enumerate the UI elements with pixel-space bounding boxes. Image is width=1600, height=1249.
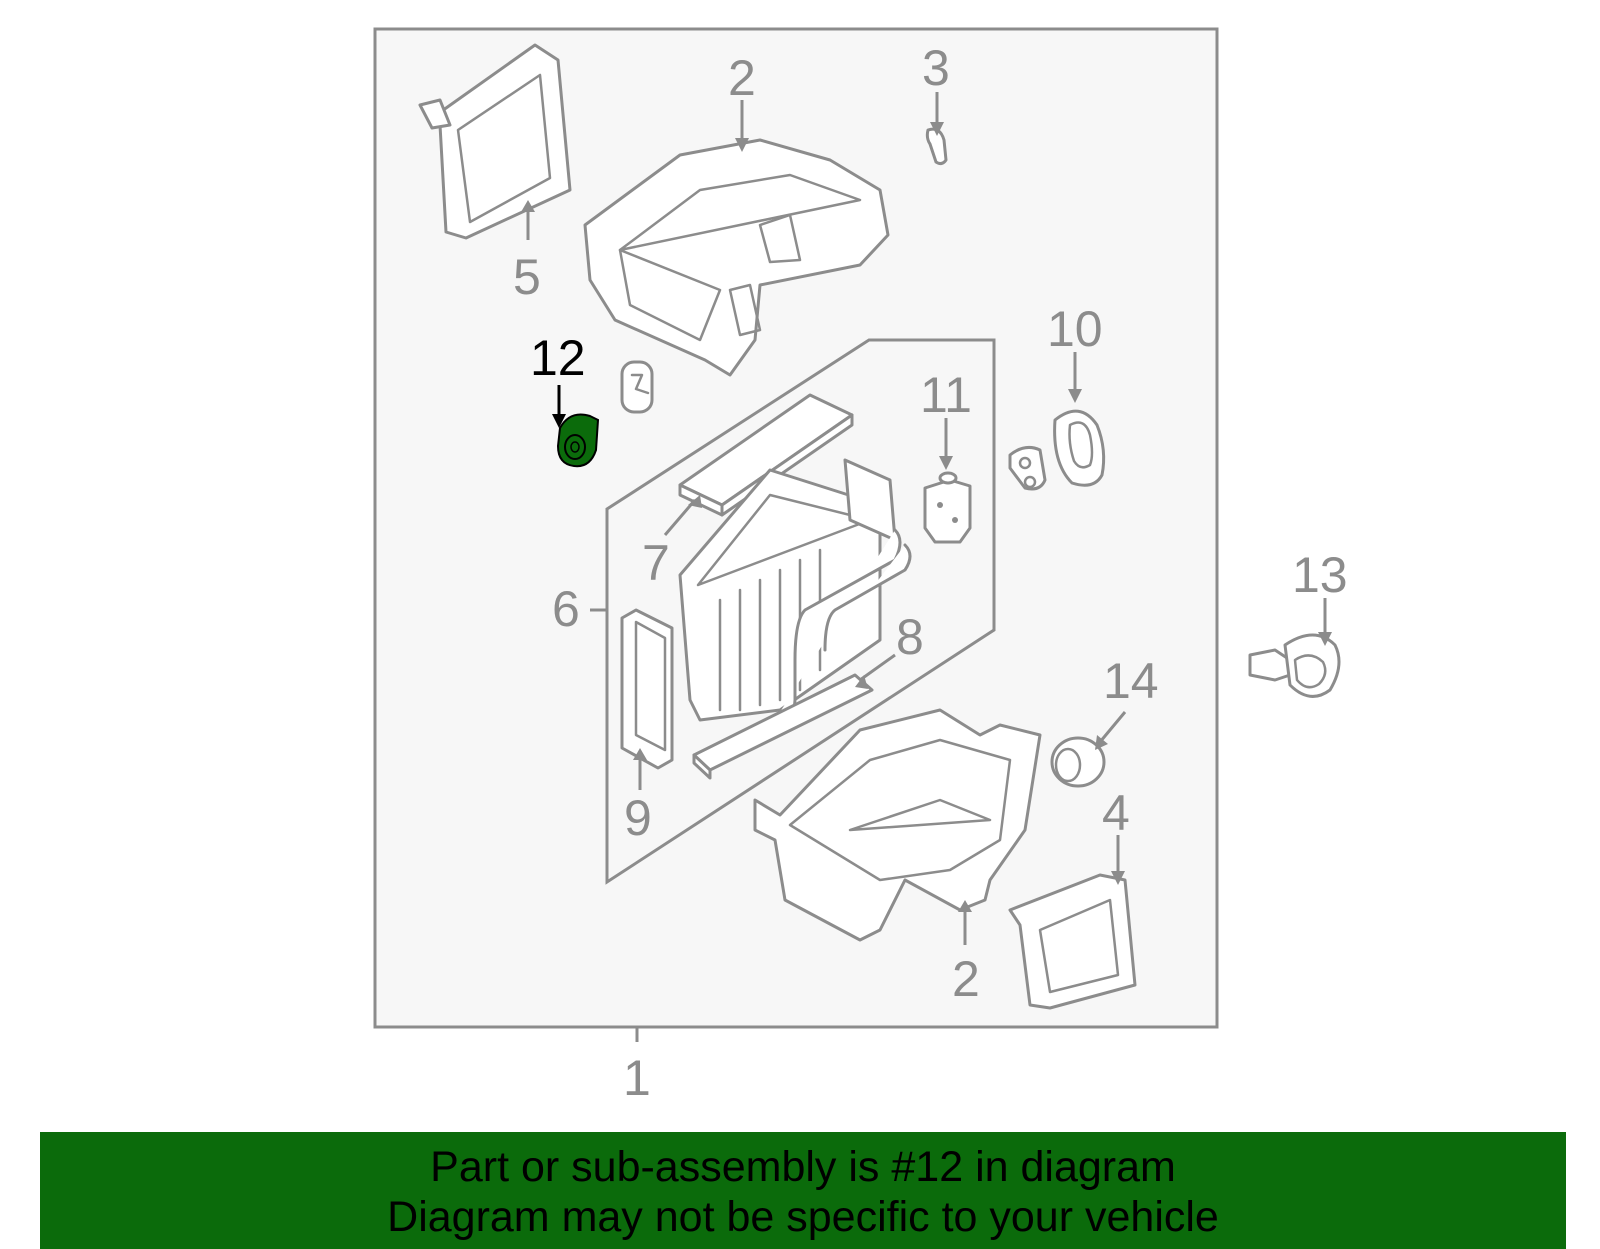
callout-5: 5 [513,249,541,305]
part-2-upper-case [583,138,890,377]
part-8-pad [692,673,874,780]
arrowhead-2b [958,900,972,912]
arrowhead-10 [1068,389,1082,403]
arrowhead-12 [552,414,566,428]
part-14-disc [1050,736,1106,788]
part-6-evaporator-core [678,458,912,722]
part-4-seal [1008,873,1137,1010]
arrowhead-11 [939,456,953,470]
leader-7 [663,499,697,536]
banner-line-1: Part or sub-assembly is #12 in diagram [430,1143,1176,1191]
arrowhead-8 [855,675,868,689]
part-9-pad [620,608,674,770]
arrowhead-3 [930,122,944,136]
gasket [1008,445,1047,491]
callout-2b: 2 [952,951,980,1007]
callout-7: 7 [642,535,670,591]
arrowhead-2a [735,138,749,152]
callout-12: 12 [530,330,586,386]
callout-8: 8 [896,609,924,665]
callout-9: 9 [624,790,652,846]
banner-line-2: Diagram may not be specific to your vehi… [387,1193,1219,1241]
callout-14: 14 [1103,653,1159,709]
part-13-outlet [1248,633,1341,698]
grommet [620,360,654,414]
part-10-grommet [1053,409,1106,487]
callout-6: 6 [552,581,580,637]
arrowhead-5 [521,200,535,212]
callout-1: 1 [623,1050,651,1106]
part-12-highlighted [556,413,600,468]
callout-13: 13 [1292,547,1348,603]
info-banner: Part or sub-assembly is #12 in diagram D… [40,1132,1566,1249]
part-5-seal [418,43,572,240]
callout-2a: 2 [728,50,756,106]
callout-10: 10 [1047,301,1103,357]
arrowhead-7 [688,495,702,508]
part-2-lower-case [753,708,1042,942]
callout-11: 11 [920,367,972,423]
callout-4: 4 [1102,785,1130,841]
arrowhead-9 [633,748,647,760]
arrowhead-13 [1318,632,1332,646]
arrowhead-4 [1111,871,1125,885]
leader-8 [859,653,896,682]
callout-3: 3 [922,40,950,96]
leader-14 [1098,711,1127,743]
arrowhead-14 [1095,735,1108,750]
part-11-valve [923,471,972,544]
evaporator-subpanel [605,338,996,885]
